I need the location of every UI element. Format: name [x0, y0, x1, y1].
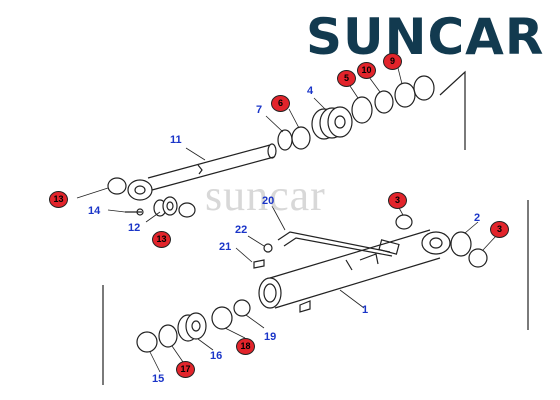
part-label-14: 14	[88, 205, 101, 217]
frame-top-right	[439, 70, 466, 150]
seal-10	[374, 90, 394, 114]
washer-22	[263, 243, 273, 253]
callout-badge-3-right: 3	[490, 221, 509, 238]
callout-badge-17: 17	[176, 361, 195, 378]
part-label-19: 19	[264, 331, 277, 343]
piston-head	[311, 106, 353, 140]
part-label-16: 16	[210, 350, 223, 362]
callout-badge-3-top: 3	[388, 192, 407, 209]
hose-pipe	[277, 231, 400, 257]
bushing-2	[450, 231, 472, 257]
callout-badge-6: 6	[271, 95, 290, 112]
dust-seal-15	[136, 331, 158, 353]
suncar-watermark: suncar	[205, 171, 326, 220]
part-label-12: 12	[128, 222, 141, 234]
seal-3-top	[395, 214, 413, 230]
bolt-21	[253, 259, 265, 269]
bushing-19	[233, 299, 251, 317]
callout-badge-13-left: 13	[49, 191, 68, 208]
seal-3-right	[468, 248, 488, 268]
cylinder-tube	[258, 229, 451, 313]
piston-rod	[127, 143, 277, 201]
callout-badge-18: 18	[236, 338, 255, 355]
part-label-2: 2	[474, 212, 481, 224]
rod-bushing	[153, 196, 178, 217]
callout-badge-9: 9	[383, 53, 402, 70]
seal-13-left	[107, 177, 127, 195]
part-label-20: 20	[262, 195, 275, 207]
part-label-4: 4	[307, 85, 314, 97]
callout-badge-13-lower: 13	[152, 231, 171, 248]
ring-7	[277, 129, 293, 151]
part-label-11: 11	[170, 134, 182, 146]
grease-fitting-14	[125, 208, 144, 216]
ring-18	[211, 306, 233, 330]
ring-6	[291, 126, 311, 150]
seal-extra	[413, 75, 435, 101]
gland-16	[177, 312, 207, 342]
seal-9	[394, 82, 416, 108]
suncar-logo: SUNCAR	[306, 8, 545, 66]
part-label-15: 15	[152, 373, 165, 385]
callout-badge-5: 5	[337, 70, 356, 87]
callout-badge-10: 10	[357, 62, 376, 79]
part-label-7: 7	[256, 104, 263, 116]
ring-17	[158, 324, 178, 348]
seal-13-lower	[178, 202, 196, 218]
part-label-1: 1	[362, 304, 369, 316]
part-label-22: 22	[235, 224, 248, 236]
part-label-21: 21	[219, 241, 232, 253]
seal-5	[351, 96, 373, 124]
